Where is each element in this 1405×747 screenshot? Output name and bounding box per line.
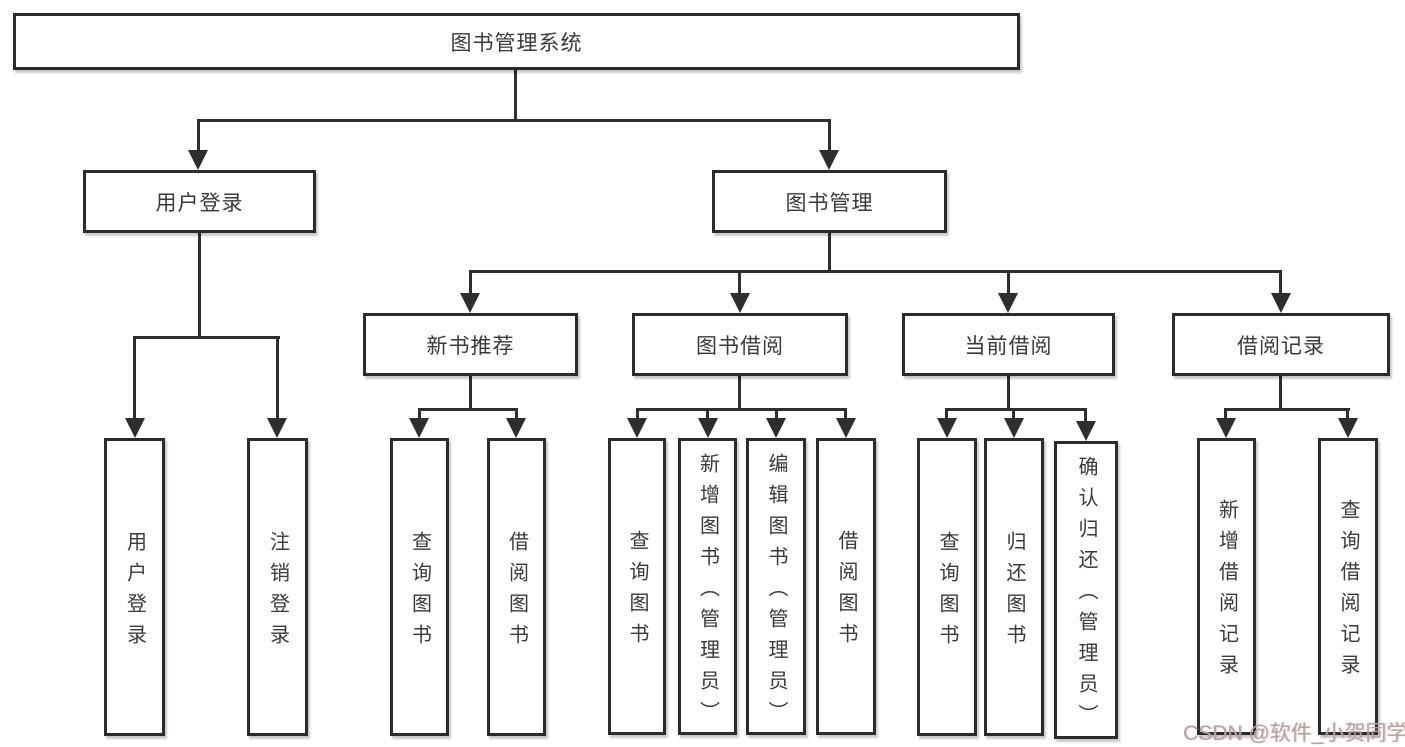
node-leaf-borrow-query: 查询图书 [608, 438, 666, 735]
connector-bookborrow-stem [738, 376, 741, 410]
arrow-down-icon [1216, 418, 1236, 438]
connector-root-split [197, 119, 831, 122]
node-leaf-current-confirm-label: 确认归还（管理员） [1075, 456, 1097, 735]
csdn-watermark: CSDN @软件_小贺同学 [1183, 722, 1405, 745]
node-leaf-borrow-query-label: 查询图书 [626, 530, 648, 654]
node-leaf-current-confirm: 确认归还（管理员） [1054, 441, 1118, 739]
node-leaf-user-login-label: 用户登录 [123, 530, 146, 655]
node-book-management-label: 图书管理 [785, 191, 874, 215]
node-leaf-records-query: 查询借阅记录 [1318, 438, 1378, 735]
connector-newbooks-stem [469, 376, 472, 410]
connector-drop-leaf-logout [276, 336, 279, 420]
connector-drop [844, 408, 847, 420]
arrow-down-icon [409, 418, 429, 438]
node-leaf-borrow-edit-label: 编辑图书（管理员） [765, 452, 787, 732]
connector-drop-leaf-login [133, 336, 136, 420]
node-leaf-user-login: 用户登录 [104, 438, 165, 736]
connector-drop [945, 408, 948, 420]
connector-bookborrow-split [636, 408, 847, 411]
arrow-down-icon [506, 418, 526, 438]
arrow-down-icon [698, 418, 718, 438]
connector-root-stem [514, 70, 517, 121]
node-new-books-label: 新书推荐 [426, 334, 515, 358]
connector-drop-borrow-records [1279, 270, 1282, 295]
node-user-login-label: 用户登录 [155, 191, 244, 215]
connector-drop-book-borrow [738, 270, 741, 295]
connector-drop [1012, 408, 1015, 420]
arrow-down-icon [836, 418, 856, 438]
node-leaf-current-query-label: 查询图书 [936, 530, 958, 655]
node-borrow-records-label: 借阅记录 [1237, 334, 1325, 358]
connector-drop-current-borrow [1007, 270, 1010, 295]
node-book-management: 图书管理 [712, 170, 947, 233]
arrow-down-icon [1076, 421, 1096, 441]
node-current-borrow-label: 当前借阅 [964, 334, 1053, 358]
node-leaf-records-query-label: 查询借阅记录 [1337, 499, 1359, 685]
node-leaf-newbooks-borrow: 借阅图书 [487, 438, 546, 736]
arrow-down-icon [627, 418, 647, 438]
connector-bookmgmt-split [469, 270, 1282, 273]
node-leaf-newbooks-borrow-label: 借阅图书 [505, 530, 528, 655]
connector-userlogin-stem [198, 233, 201, 338]
node-leaf-records-add: 新增借阅记录 [1197, 438, 1256, 735]
arrow-down-icon [819, 150, 839, 170]
connector-drop [1084, 408, 1087, 423]
node-leaf-borrow-add-label: 新增图书（管理员） [696, 452, 719, 732]
arrow-down-icon [460, 293, 480, 313]
arrow-down-icon [267, 418, 287, 438]
arrow-down-icon [937, 418, 957, 438]
arrow-down-icon [1271, 293, 1291, 313]
connector-userlogin-split [133, 336, 280, 339]
node-root: 图书管理系统 [13, 13, 1020, 70]
node-leaf-current-query: 查询图书 [917, 438, 977, 736]
node-leaf-borrow-edit: 编辑图书（管理员） [746, 438, 806, 735]
connector-drop [636, 408, 639, 420]
connector-drop [775, 408, 778, 420]
connector-drop-book-mgmt [828, 119, 831, 154]
arrow-down-icon [188, 150, 208, 170]
connector-drop-new-books [469, 270, 472, 295]
connector-drop [418, 408, 421, 420]
node-leaf-current-return-label: 归还图书 [1003, 530, 1025, 655]
node-leaf-borrow-add: 新增图书（管理员） [678, 438, 737, 735]
node-leaf-logout: 注销登录 [247, 438, 308, 736]
node-current-borrow: 当前借阅 [902, 313, 1115, 376]
node-book-borrow: 图书借阅 [632, 313, 848, 376]
connector-currentborrow-split [945, 408, 1087, 411]
node-root-label: 图书管理系统 [450, 31, 583, 55]
node-user-login: 用户登录 [83, 170, 316, 233]
node-leaf-newbooks-query: 查询图书 [390, 438, 449, 736]
arrow-down-icon [730, 293, 750, 313]
arrow-down-icon [1338, 418, 1358, 438]
arrow-down-icon [766, 418, 786, 438]
connector-drop [1346, 408, 1349, 420]
connector-bookmgmt-stem [828, 233, 831, 272]
node-leaf-logout-label: 注销登录 [266, 530, 289, 655]
node-leaf-records-add-label: 新增借阅记录 [1215, 499, 1238, 685]
connector-drop [515, 408, 518, 420]
connector-drop [706, 408, 709, 420]
arrow-down-icon [125, 418, 145, 438]
node-book-borrow-label: 图书借阅 [696, 334, 784, 358]
node-leaf-borrow-borrow-label: 借阅图书 [835, 530, 857, 654]
node-leaf-newbooks-query-label: 查询图书 [408, 530, 431, 655]
arrow-down-icon [1004, 418, 1024, 438]
connector-newbooks-split [418, 408, 518, 411]
connector-currentborrow-stem [1007, 376, 1010, 410]
connector-drop-user-login [197, 119, 200, 154]
node-leaf-borrow-borrow: 借阅图书 [816, 438, 876, 735]
node-leaf-current-return: 归还图书 [984, 438, 1044, 736]
node-new-books: 新书推荐 [363, 313, 578, 376]
connector-drop [1224, 408, 1227, 420]
connector-records-split [1224, 408, 1350, 411]
node-borrow-records: 借阅记录 [1172, 313, 1390, 376]
connector-records-stem [1279, 376, 1282, 410]
arrow-down-icon [998, 293, 1018, 313]
